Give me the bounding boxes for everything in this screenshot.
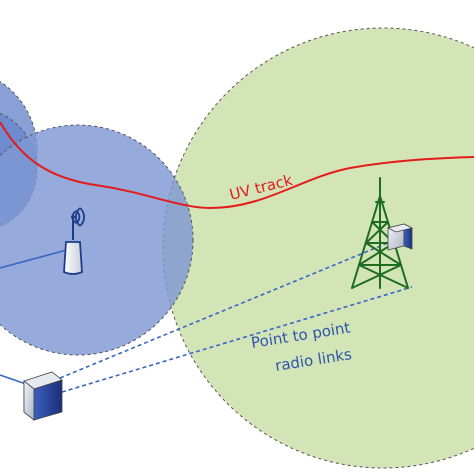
base-station-box-icon xyxy=(23,371,63,421)
radio-link-1 xyxy=(59,239,396,379)
radio-unit-icon xyxy=(386,223,414,251)
coverage-area-green xyxy=(162,27,474,469)
cell-tower-icon xyxy=(351,177,409,289)
base-station-link xyxy=(0,374,27,385)
uv-track-line xyxy=(0,121,474,210)
coverage-area-blue xyxy=(0,124,194,356)
access-point-link xyxy=(0,247,75,269)
wireless-access-point-icon xyxy=(63,207,85,275)
radio-link-2 xyxy=(61,286,413,393)
